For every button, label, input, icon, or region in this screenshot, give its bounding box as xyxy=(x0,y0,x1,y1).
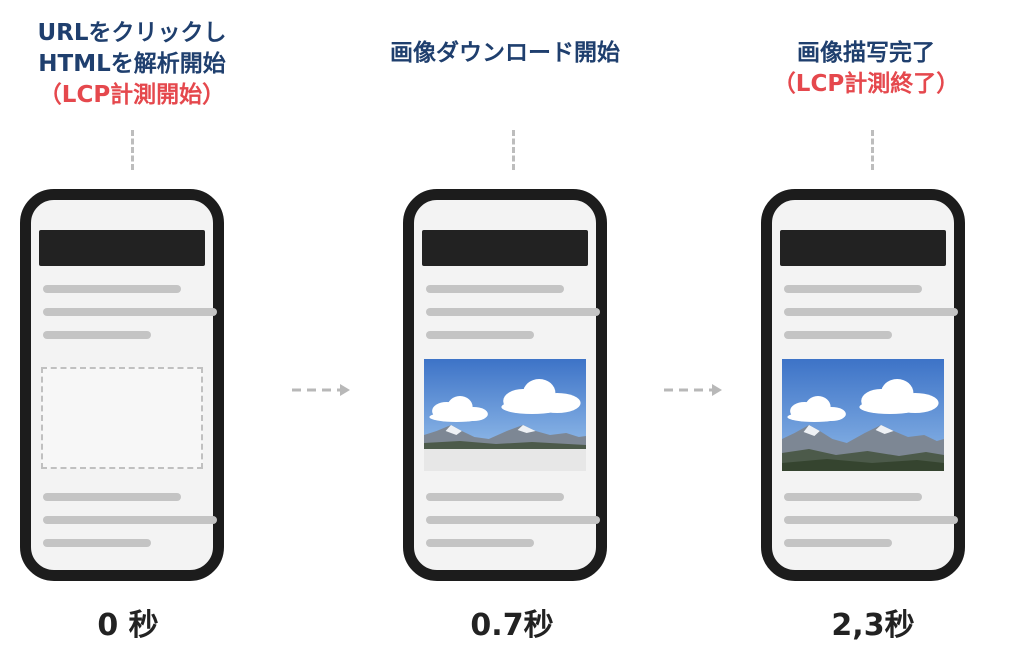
step-3-time: 2,3秒 xyxy=(831,608,915,643)
step-3-caption-highlight: （LCP計測終了） xyxy=(772,71,960,97)
step-1-caption: URLをクリックし HTMLを解析開始 （LCP計測開始） xyxy=(37,18,226,111)
step-1-connector xyxy=(131,130,134,170)
step-3-connector xyxy=(871,130,874,170)
step-3-image-complete xyxy=(782,359,944,471)
step-1-caption-line-2: HTMLを解析開始 xyxy=(38,51,226,77)
step-2-page-header-block xyxy=(422,230,588,266)
step-3-page-header-block xyxy=(780,230,946,266)
step-2-text-line xyxy=(426,493,564,501)
step-1-image-placeholder xyxy=(41,367,203,469)
step-2-caption: 画像ダウンロード開始 xyxy=(390,38,620,69)
step-1-text-line xyxy=(43,539,151,547)
step-1-smartphone-icon xyxy=(20,189,224,581)
step-2-smartphone-icon xyxy=(403,189,607,581)
step-1-text-line xyxy=(43,285,181,293)
step-2-text-line xyxy=(426,285,564,293)
step-3-text-line xyxy=(784,331,892,339)
step-2-image-partial xyxy=(424,359,586,471)
step-2-caption-line-1: 画像ダウンロード開始 xyxy=(390,40,620,66)
step-3-caption-line-1: 画像描写完了 xyxy=(797,40,935,66)
step-3-text-line xyxy=(784,516,958,524)
step-2-text-line xyxy=(426,308,600,316)
step-1-caption-line-1: URLをクリックし xyxy=(37,20,227,46)
step-1-text-line xyxy=(43,308,217,316)
mountain-landscape-icon xyxy=(424,359,586,471)
step-2-connector xyxy=(512,130,515,170)
arrow-right-icon xyxy=(290,382,354,398)
step-3-caption: 画像描写完了 （LCP計測終了） xyxy=(773,38,959,100)
step-2-text-line xyxy=(426,516,600,524)
step-1-text-line xyxy=(43,493,181,501)
mountain-landscape-icon xyxy=(782,359,944,471)
step-2-text-line xyxy=(426,331,534,339)
step-3-text-line xyxy=(784,493,922,501)
step-1-text-line xyxy=(43,331,151,339)
step-1-text-line xyxy=(43,516,217,524)
arrow-right-icon xyxy=(662,382,726,398)
step-1-page-header-block xyxy=(39,230,205,266)
step-3-smartphone-icon xyxy=(761,189,965,581)
step-2-text-line xyxy=(426,539,534,547)
step-1-time: 0 秒 xyxy=(97,608,159,643)
step-1-caption-highlight: （LCP計測開始） xyxy=(38,82,226,108)
step-3-text-line xyxy=(784,539,892,547)
step-3-text-line xyxy=(784,308,958,316)
step-2-time: 0.7秒 xyxy=(470,608,554,643)
step-3-text-line xyxy=(784,285,922,293)
